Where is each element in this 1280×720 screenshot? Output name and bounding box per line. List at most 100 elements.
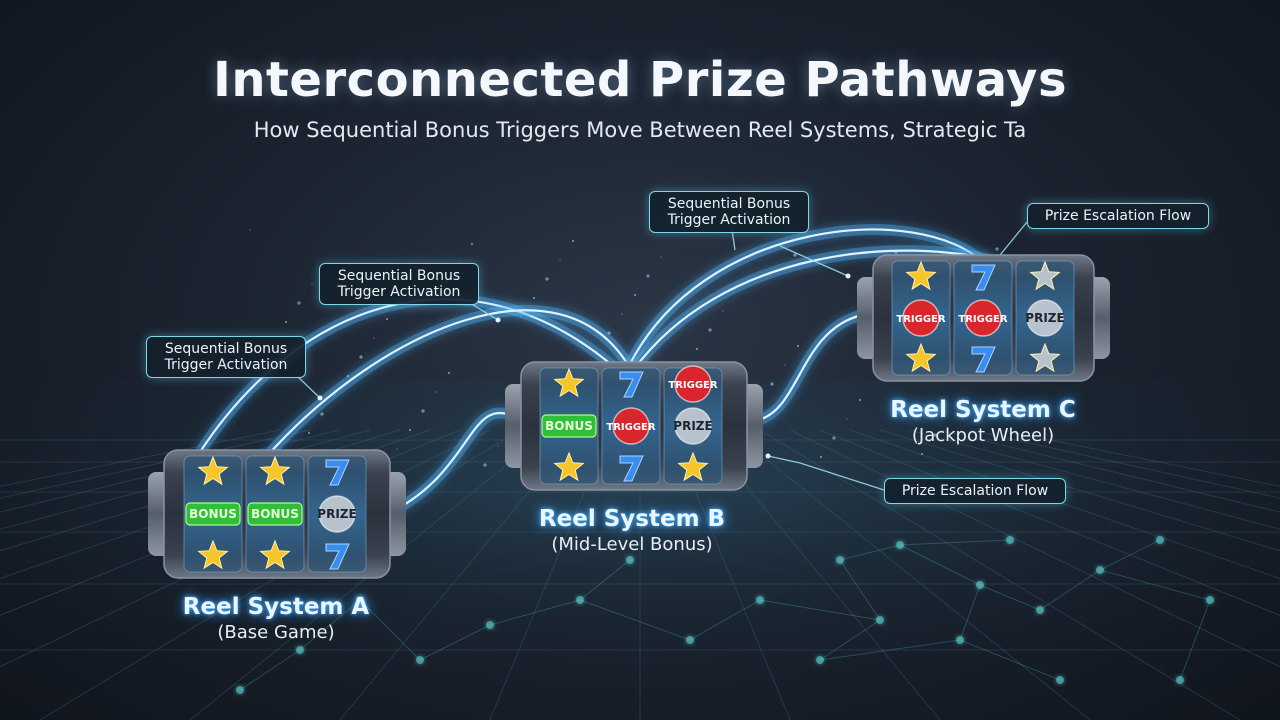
network-node <box>1006 536 1014 544</box>
network-node <box>1036 606 1044 614</box>
svg-text:PRIZE: PRIZE <box>1025 311 1064 325</box>
sparkle <box>633 293 637 297</box>
sparkle <box>396 448 398 450</box>
diagram-subtitle: How Sequential Bonus Triggers Move Betwe… <box>253 118 1027 142</box>
sparkle <box>832 436 836 440</box>
network-link <box>1099 539 1161 571</box>
grid-line <box>0 429 311 499</box>
flow-path <box>267 309 631 456</box>
flow-paths <box>195 224 1009 515</box>
bonus-symbol: BONUS <box>541 414 597 438</box>
callout-line: Sequential Bonus <box>337 268 461 284</box>
prize-symbol: PRIZE <box>317 495 357 533</box>
sparkle <box>933 433 937 437</box>
network-link <box>819 619 881 661</box>
sparkle <box>497 445 499 447</box>
connector-dot <box>765 453 771 459</box>
seven-icon <box>325 543 350 570</box>
star-icon <box>905 342 937 373</box>
callout-line: Trigger Activation <box>667 212 791 228</box>
grid-line <box>909 429 1280 530</box>
sparkle <box>695 347 699 351</box>
prize-symbol: PRIZE <box>673 407 713 445</box>
callout-line: Prize Escalation Flow <box>1044 208 1192 224</box>
reel-system-a-name: Reel System A <box>182 594 370 620</box>
seven-icon <box>971 346 996 373</box>
network-node <box>416 656 424 664</box>
sparkle <box>447 371 451 375</box>
silver-star-icon <box>1029 260 1061 291</box>
callout-line: Sequential Bonus <box>667 196 791 212</box>
star-icon <box>259 539 291 570</box>
sparkle <box>819 455 823 459</box>
sparkle <box>784 364 786 366</box>
seven-icon <box>325 459 350 486</box>
svg-text:BONUS: BONUS <box>189 507 237 521</box>
network-link <box>1179 599 1211 681</box>
svg-text:PRIZE: PRIZE <box>673 419 712 433</box>
network-link <box>839 544 901 561</box>
sparkle <box>770 382 774 386</box>
callout-line: Prize Escalation Flow <box>901 483 1049 499</box>
sparkle <box>435 391 437 393</box>
star-icon <box>677 451 709 482</box>
sparkle <box>807 235 809 237</box>
callout-trigger-activation-3: Sequential Bonus Trigger Activation <box>649 191 809 233</box>
reel-system-a: BONUS BONUS PRIZE <box>148 449 406 579</box>
sparkle <box>520 316 522 318</box>
seven-icon <box>971 264 996 291</box>
sparkle <box>995 247 999 251</box>
star-icon <box>553 367 585 398</box>
sparkle <box>571 239 575 243</box>
reel-system-b-name: Reel System B <box>538 506 726 532</box>
sparkle <box>796 344 800 348</box>
network-link <box>689 599 761 641</box>
prize-symbol: PRIZE <box>1025 299 1065 337</box>
network-node <box>626 556 634 564</box>
sparkle <box>297 301 301 305</box>
diagram-title: Interconnected Prize Pathways <box>212 52 1068 108</box>
sparkle <box>311 283 313 285</box>
network-link <box>1039 569 1101 611</box>
sparkle <box>320 412 324 416</box>
sparkle <box>470 242 474 246</box>
callout-prize-escalation-bottom: Prize Escalation Flow <box>884 478 1066 504</box>
network-link <box>959 639 1061 681</box>
sparkle <box>532 296 536 300</box>
trigger-symbol: TRIGGER <box>606 407 656 445</box>
network-link <box>579 559 631 601</box>
network-node <box>836 556 844 564</box>
flow-path <box>199 298 621 453</box>
grid-line <box>939 429 1280 513</box>
network-node <box>686 636 694 644</box>
network-link <box>899 544 981 586</box>
sparkle <box>559 259 561 261</box>
callout-trigger-activation-1: Sequential Bonus Trigger Activation <box>146 336 306 378</box>
sparkle <box>373 337 375 339</box>
svg-text:BONUS: BONUS <box>251 507 299 521</box>
network-node <box>1056 676 1064 684</box>
network-link <box>299 599 361 651</box>
reel-system-b-label: (Mid-Level Bonus) <box>551 534 713 555</box>
network-link <box>239 649 301 691</box>
network-node <box>576 596 584 604</box>
svg-text:TRIGGER: TRIGGER <box>896 314 945 325</box>
network-link <box>489 599 581 626</box>
network-node <box>1206 596 1214 604</box>
network-node <box>1176 676 1184 684</box>
network-link <box>959 584 981 641</box>
flow-path <box>394 411 511 511</box>
sparkle <box>894 250 898 254</box>
sparkle <box>846 418 848 420</box>
network-node <box>956 636 964 644</box>
sparkle <box>793 253 797 257</box>
reel-system-c-name: Reel System C <box>890 397 1076 423</box>
star-icon <box>197 539 229 570</box>
sparkle <box>385 317 389 321</box>
network-link <box>759 599 881 621</box>
seven-icon <box>619 371 644 398</box>
callout-line: Sequential Bonus <box>164 341 288 357</box>
callout-connector <box>999 221 1028 256</box>
